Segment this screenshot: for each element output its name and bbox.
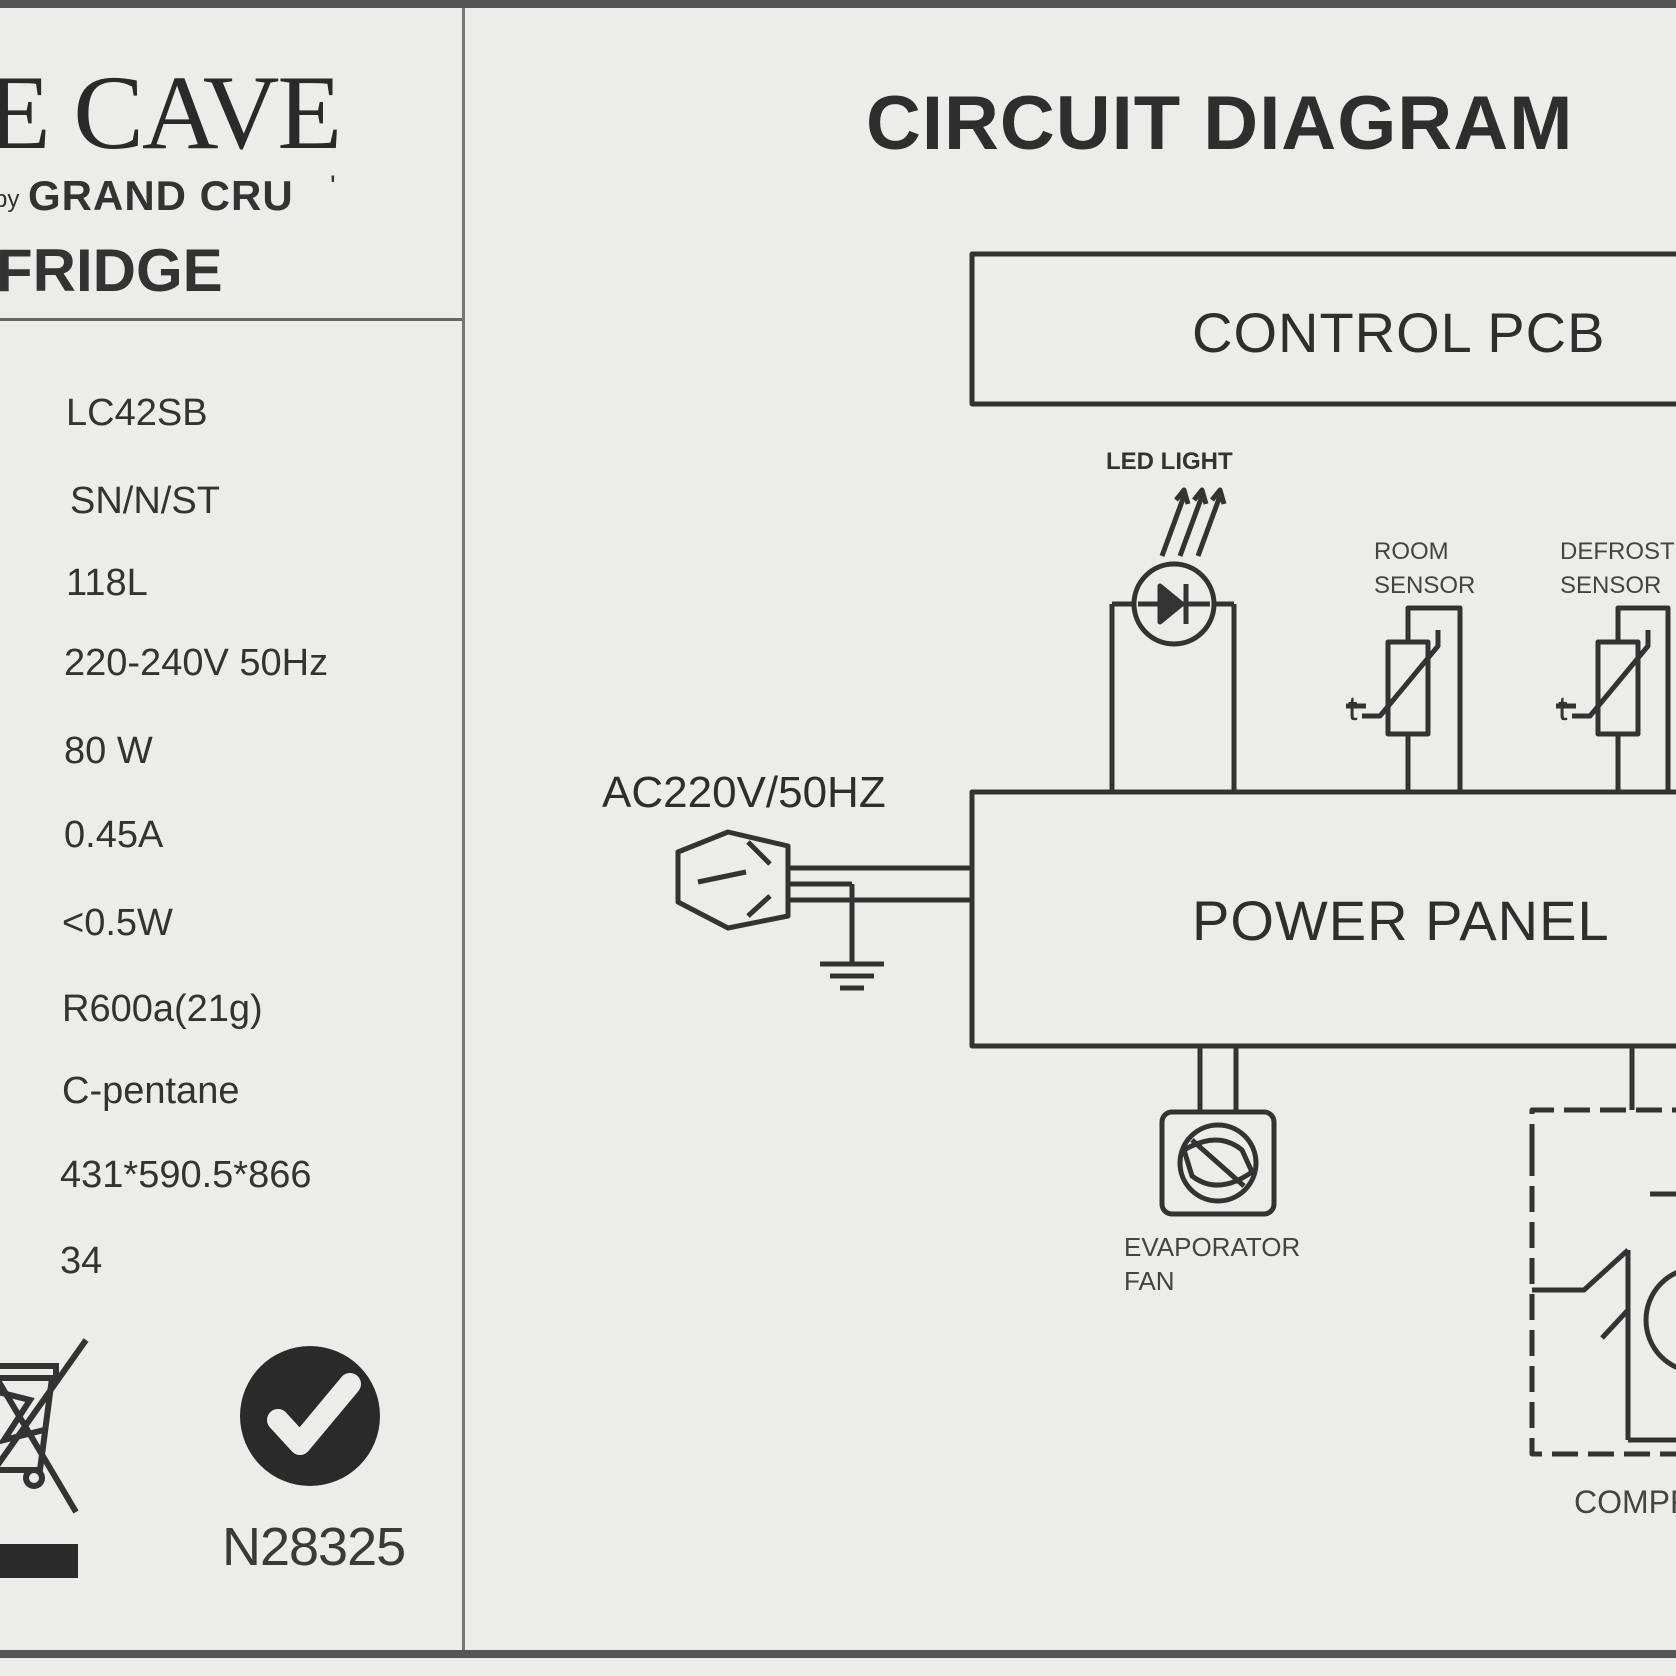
room-sensor-label-line2: SENSOR: [1374, 572, 1476, 599]
spec-weight: 34: [60, 1240, 103, 1282]
control-pcb-box: [969, 251, 1676, 407]
rating-label-panel: E CAVE by GRAND CRU ' FRIDGE LC42SB SN/N…: [0, 0, 462, 1676]
room-sensor-thermistor-icon: [1346, 605, 1463, 792]
sub-brand-mark: ': [330, 170, 336, 203]
spec-climate-class: SN/N/ST: [70, 480, 220, 522]
circuit-diagram-panel: CIRCUIT DIAGRAM: [462, 0, 1676, 1676]
evaporator-fan-label-line1: EVAPORATOR: [1124, 1232, 1301, 1262]
power-panel-box: [969, 789, 1676, 1049]
rcm-tick-mark-icon: [240, 1346, 380, 1486]
room-sensor-label-line1: ROOM: [1374, 538, 1449, 565]
ac-supply-label: AC220V/50HZ: [602, 768, 886, 817]
brand-by-line: by: [0, 186, 20, 213]
sub-brand-name: GRAND CRU: [28, 172, 294, 219]
spec-volume: 118L: [66, 562, 148, 604]
spec-blowing-agent: C-pentane: [62, 1070, 240, 1112]
room-sensor-thermistor-symbol: t: [1348, 690, 1358, 728]
weee-bin-icon: [0, 1338, 89, 1578]
ac-plug-icon: [675, 829, 972, 991]
power-panel-label: POWER PANEL: [1192, 889, 1610, 952]
product-type: FRIDGE: [0, 237, 223, 304]
spec-standby: <0.5W: [62, 902, 173, 944]
led-light-label: LED LIGHT: [1106, 448, 1233, 475]
top-border: [0, 0, 1676, 8]
compressor-icon: [1529, 1046, 1676, 1457]
spec-model: LC42SB: [66, 392, 208, 434]
defrost-sensor-label-line1: DEFROST: [1560, 538, 1675, 565]
diagram-title: CIRCUIT DIAGRAM: [866, 81, 1574, 166]
brand-name: E CAVE: [0, 54, 342, 171]
spec-power: 80 W: [64, 730, 153, 772]
panel-divider: [462, 8, 465, 1650]
spec-voltage: 220-240V 50Hz: [64, 642, 329, 684]
circuit-wiring: [675, 251, 1676, 1457]
led-light-icon: [1109, 487, 1237, 792]
defrost-sensor-label-line2: SENSOR: [1560, 572, 1662, 599]
spec-refrigerant: R600a(21g): [62, 988, 263, 1030]
evaporator-fan-icon: [1159, 1046, 1277, 1217]
defrost-sensor-thermistor-symbol: t: [1558, 690, 1568, 728]
control-pcb-label: CONTROL PCB: [1192, 301, 1606, 364]
compressor-label: COMPR: [1574, 1484, 1676, 1520]
bottom-border: [0, 1650, 1676, 1658]
certification-code: N28325: [222, 1517, 406, 1577]
evaporator-fan-label-line2: FAN: [1124, 1266, 1175, 1296]
spec-dimensions: 431*590.5*866: [60, 1154, 312, 1196]
defrost-sensor-thermistor-icon: [1556, 605, 1671, 792]
spec-current: 0.45A: [64, 814, 164, 856]
header-divider: [0, 318, 462, 321]
